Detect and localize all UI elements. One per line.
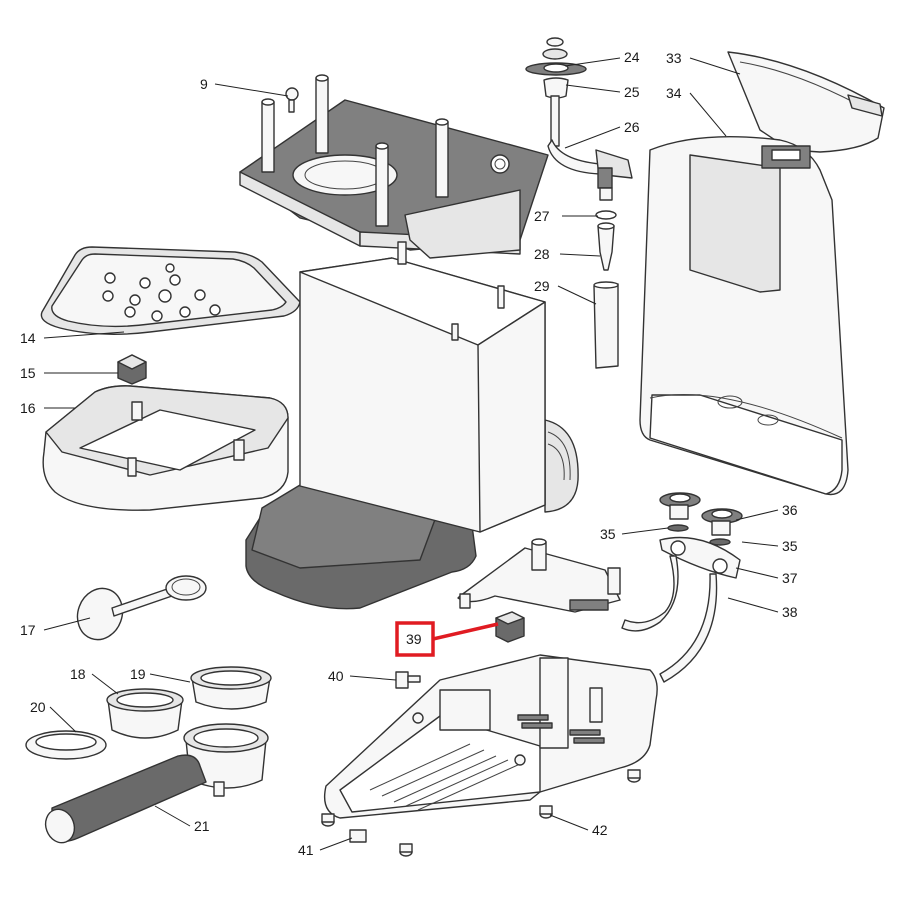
label-26: 26 xyxy=(624,119,640,135)
part-41-feet xyxy=(349,829,367,843)
label-21: 21 xyxy=(194,818,210,834)
label-37: 37 xyxy=(782,570,798,586)
label-15: 15 xyxy=(20,365,36,381)
label-24: 24 xyxy=(624,49,640,65)
label-9: 9 xyxy=(200,76,208,92)
part-16-drip-tray xyxy=(42,385,289,511)
main-body xyxy=(245,241,579,610)
label-25: 25 xyxy=(624,84,640,100)
label-17: 17 xyxy=(20,622,36,638)
label-28: 28 xyxy=(534,246,550,262)
part-33-34-water-tank xyxy=(639,51,885,496)
leader-lines xyxy=(43,57,779,851)
label-38: 38 xyxy=(782,604,798,620)
part-35-38-valve-assembly xyxy=(621,492,743,683)
label-14: 14 xyxy=(20,330,36,346)
label-39: 39 xyxy=(406,631,422,647)
board-assembly xyxy=(457,538,621,613)
part-18-filter xyxy=(106,688,184,739)
part-24-29-steam-assembly xyxy=(525,37,633,369)
label-27: 27 xyxy=(534,208,550,224)
label-34: 34 xyxy=(666,85,682,101)
label-35a: 35 xyxy=(600,526,616,542)
part-19-filter xyxy=(190,666,272,710)
part-39-highlight xyxy=(395,621,499,657)
label-19: 19 xyxy=(130,666,146,682)
part-42-feet xyxy=(321,769,641,857)
part-40-connector xyxy=(395,671,421,689)
label-20: 20 xyxy=(30,699,46,715)
part-17-tamper xyxy=(76,575,207,641)
part-21-portafilter xyxy=(44,723,269,844)
label-40: 40 xyxy=(328,668,344,684)
label-16: 16 xyxy=(20,400,36,416)
part-14-drip-grid xyxy=(40,246,301,335)
label-33: 33 xyxy=(666,50,682,66)
part-labels: 9 24 25 26 27 28 29 33 34 14 15 16 17 18… xyxy=(20,49,798,858)
part-9-top-frame xyxy=(239,74,549,259)
label-18: 18 xyxy=(70,666,86,682)
part-15-float xyxy=(117,354,147,385)
label-42: 42 xyxy=(592,822,608,838)
label-41: 41 xyxy=(298,842,314,858)
part-20-filter-ring xyxy=(25,730,107,760)
label-29: 29 xyxy=(534,278,550,294)
base-housing xyxy=(323,654,658,819)
label-36: 36 xyxy=(782,502,798,518)
part-39-switch xyxy=(495,611,525,643)
label-35b: 35 xyxy=(782,538,798,554)
highlight-leader xyxy=(432,622,499,641)
